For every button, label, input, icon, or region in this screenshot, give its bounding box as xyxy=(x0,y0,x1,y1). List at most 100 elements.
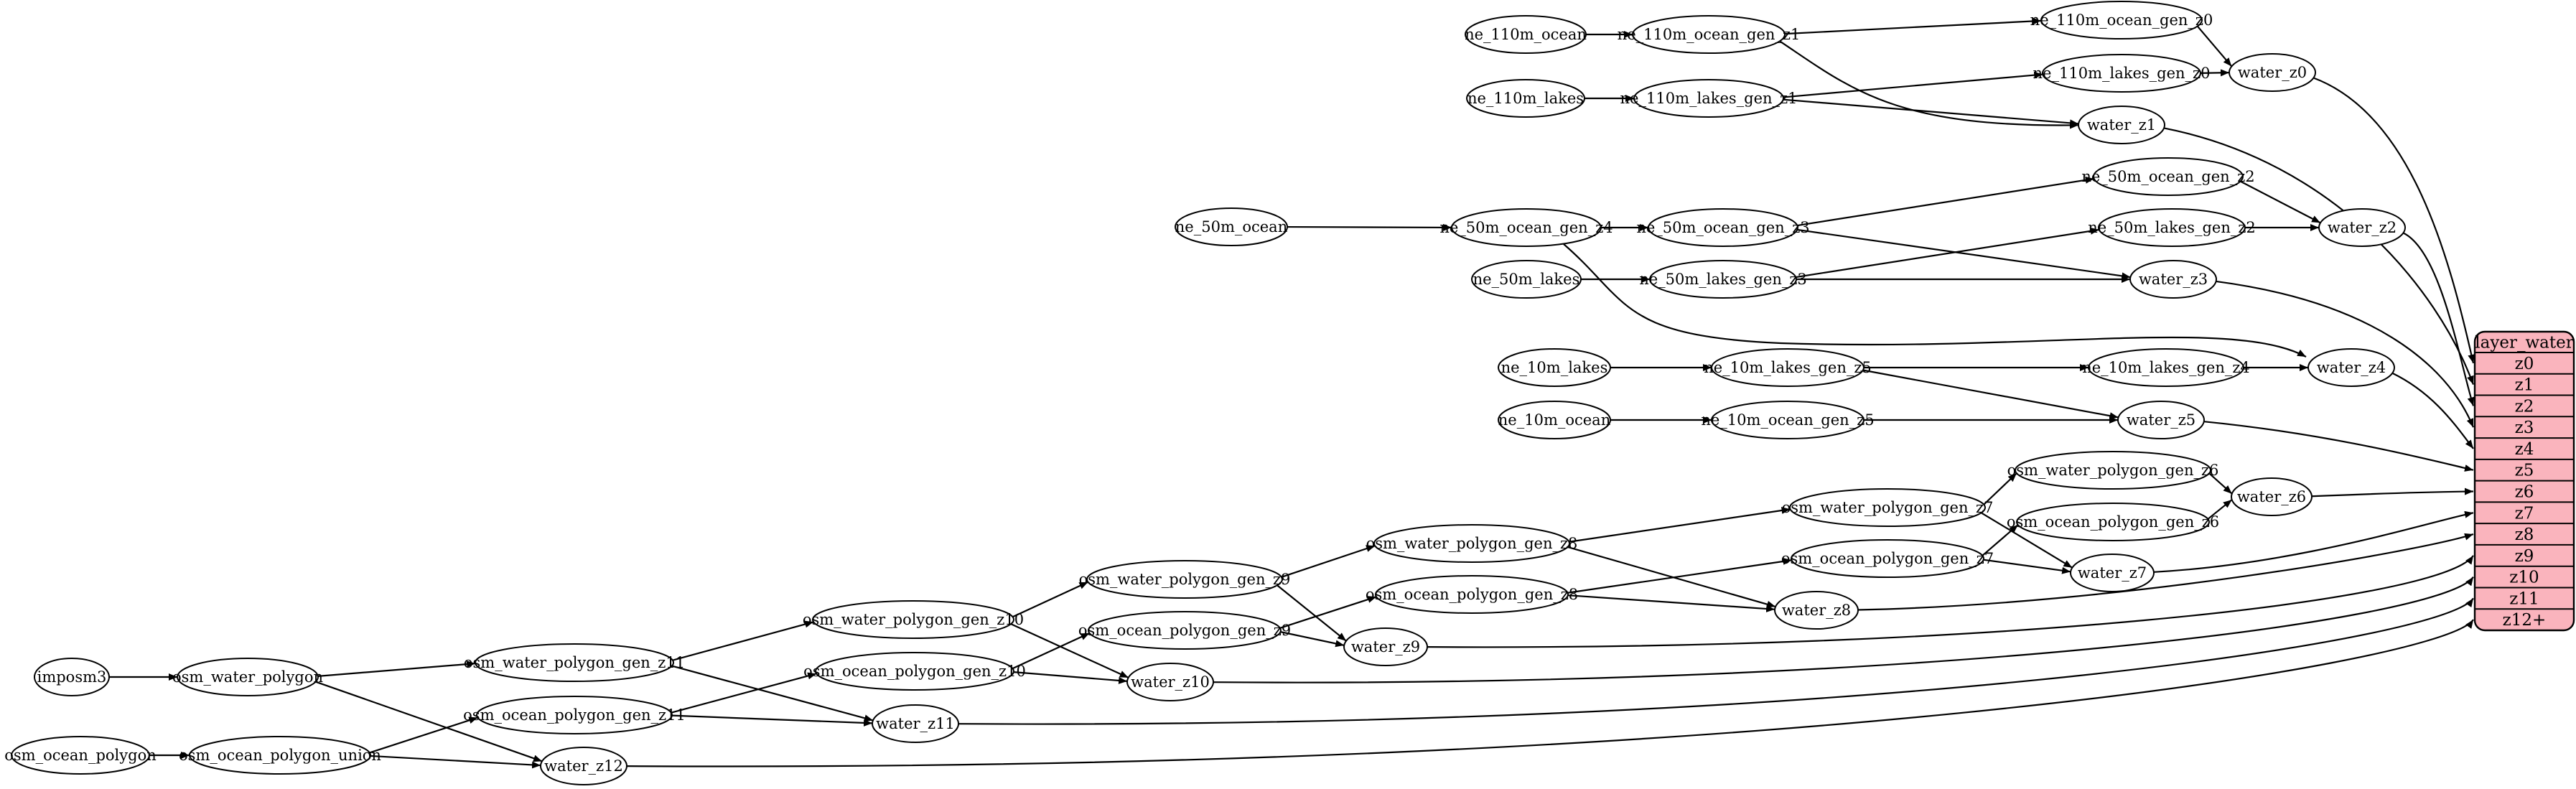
node-ne_110m_lakes_gen_z0: ne_110m_lakes_gen_z0 xyxy=(2033,54,2211,93)
node-ellipse-osm_water_polygon_gen_z10 xyxy=(812,600,1014,639)
edge-ne_50m_ocean_gen_z4-to-water_z4 xyxy=(1563,243,2307,358)
edge-water_z0-to-row-z0 xyxy=(2313,77,2475,364)
node-label-osm_ocean_polygon_gen_z10: osm_ocean_polygon_gen_z10 xyxy=(803,663,1026,680)
node-ne_50m_ocean: ne_50m_ocean xyxy=(1175,207,1288,246)
edge-water_z12-to-row-z12+ xyxy=(626,619,2474,767)
node-ellipse-osm_ocean_polygon_gen_z6 xyxy=(2016,503,2210,541)
edge-water_z3-to-row-z3 xyxy=(2216,280,2475,428)
edge-osm_ocean_polygon_union-to-osm_ocean_polygon_gen_z11 xyxy=(369,716,478,754)
node-ellipse-ne_10m_lakes_gen_z4 xyxy=(2088,348,2244,387)
table-row-z6: z6 xyxy=(2515,483,2534,502)
node-label-ne_10m_lakes_gen_z5: ne_10m_lakes_gen_z5 xyxy=(1704,359,1872,376)
node-label-ne_110m_lakes_gen_z0: ne_110m_lakes_gen_z0 xyxy=(2033,65,2211,82)
node-ne_110m_ocean_gen_z1: ne_110m_ocean_gen_z1 xyxy=(1618,15,1801,54)
node-label-water_z2: water_z2 xyxy=(2328,219,2397,236)
node-osm_ocean_polygon_union: osm_ocean_polygon_union xyxy=(179,736,381,775)
node-label-ne_50m_ocean_gen_z3: ne_50m_ocean_gen_z3 xyxy=(1636,219,1809,236)
node-label-water_z7: water_z7 xyxy=(2078,564,2147,582)
node-label-water_z4: water_z4 xyxy=(2317,359,2386,376)
edge-ne_50m_ocean-to-ne_50m_ocean_gen_z4 xyxy=(1287,223,1452,231)
node-label-osm_water_polygon: osm_water_polygon xyxy=(172,668,323,686)
node-water_z4: water_z4 xyxy=(2307,348,2395,387)
node-ellipse-osm_water_polygon_gen_z6 xyxy=(2015,451,2211,490)
node-label-ne_110m_lakes: ne_110m_lakes xyxy=(1467,90,1584,107)
node-ne_110m_ocean: ne_110m_ocean xyxy=(1465,15,1587,54)
edge-osm_water_polygon_gen_z6-to-water_z6 xyxy=(2208,472,2233,495)
table-row-z1: z1 xyxy=(2515,376,2534,395)
node-osm_water_polygon_gen_z8: osm_water_polygon_gen_z8 xyxy=(1366,524,1578,563)
node-ellipse-osm_ocean_polygon_union xyxy=(189,736,371,775)
node-osm_ocean_polygon_gen_z6: osm_ocean_polygon_gen_z6 xyxy=(2007,503,2219,541)
table-row-z4: z4 xyxy=(2515,440,2534,459)
edge-osm_ocean_polygon_gen_z10-to-water_z10 xyxy=(1013,671,1128,684)
node-ellipse-ne_110m_ocean_gen_z1 xyxy=(1632,15,1786,54)
node-ellipse-ne_110m_ocean_gen_z0 xyxy=(2040,1,2203,39)
node-ellipse-water_z11 xyxy=(872,704,959,743)
node-label-ne_50m_lakes_gen_z3: ne_50m_lakes_gen_z3 xyxy=(1639,271,1807,288)
node-ne_10m_ocean: ne_10m_ocean xyxy=(1498,401,1611,439)
node-ellipse-ne_50m_lakes_gen_z2 xyxy=(2098,208,2246,247)
node-water_z0: water_z0 xyxy=(2229,53,2316,92)
node-ne_110m_lakes_gen_z1: ne_110m_lakes_gen_z1 xyxy=(1620,79,1797,118)
node-label-osm_ocean_polygon_gen_z11: osm_ocean_polygon_gen_z11 xyxy=(463,706,686,724)
edge-osm_water_polygon_gen_z9-to-water_z9 xyxy=(1277,584,1347,642)
node-label-water_z9: water_z9 xyxy=(1351,638,1420,655)
node-water_z7: water_z7 xyxy=(2070,554,2155,592)
node-label-osm_ocean_polygon: osm_ocean_polygon xyxy=(4,747,157,764)
edge-ne_110m_ocean_gen_z0-to-water_z0 xyxy=(2196,25,2233,67)
node-ellipse-water_z2 xyxy=(2318,208,2406,247)
node-water_z6: water_z6 xyxy=(2231,477,2313,516)
node-ellipse-osm_water_polygon_gen_z7 xyxy=(1789,488,1986,527)
edge-ne_110m_ocean_gen_z1-to-ne_110m_ocean_gen_z0 xyxy=(1784,17,2042,35)
node-water_z8: water_z8 xyxy=(1774,591,1859,630)
node-label-ne_50m_lakes_gen_z2: ne_50m_lakes_gen_z2 xyxy=(2088,219,2256,236)
node-ellipse-ne_50m_lakes xyxy=(1471,260,1582,299)
node-ellipse-water_z12 xyxy=(540,747,627,785)
node-ellipse-water_z3 xyxy=(2129,260,2217,299)
edge-osm_ocean_polygon_gen_z7-to-osm_ocean_polygon_gen_z6 xyxy=(1982,524,2019,556)
node-label-osm_ocean_polygon_gen_z6: osm_ocean_polygon_gen_z6 xyxy=(2007,513,2219,531)
node-osm_ocean_polygon_gen_z11: osm_ocean_polygon_gen_z11 xyxy=(463,696,686,734)
node-water_z10: water_z10 xyxy=(1126,663,1214,701)
node-label-osm_ocean_polygon_gen_z8: osm_ocean_polygon_gen_z8 xyxy=(1366,586,1578,603)
edge-ne_50m_lakes_gen_z3-to-ne_50m_lakes_gen_z2 xyxy=(1796,227,2099,279)
edge-ne_110m_lakes_gen_z1-to-ne_110m_lakes_gen_z0 xyxy=(1783,71,2043,98)
node-ellipse-osm_ocean_polygon xyxy=(11,736,150,775)
node-ellipse-water_z8 xyxy=(1774,591,1859,630)
node-ellipse-ne_110m_lakes_gen_z0 xyxy=(2042,54,2201,93)
edge-osm_ocean_polygon_gen_z11-to-water_z11 xyxy=(671,714,873,727)
node-ellipse-ne_110m_lakes_gen_z1 xyxy=(1633,79,1784,118)
edge-water_z7-to-row-z7 xyxy=(2153,510,2474,573)
node-ellipse-ne_110m_lakes xyxy=(1466,79,1585,118)
node-water_z9: water_z9 xyxy=(1343,627,1428,666)
node-ne_10m_lakes_gen_z4: ne_10m_lakes_gen_z4 xyxy=(2082,348,2250,387)
edge-osm_ocean_polygon_gen_z8-to-water_z8 xyxy=(1567,594,1775,612)
node-label-ne_50m_ocean_gen_z2: ne_50m_ocean_gen_z2 xyxy=(2081,168,2254,185)
node-ellipse-imposm3 xyxy=(34,658,110,696)
edge-osm_water_polygon-to-osm_water_polygon_gen_z11 xyxy=(317,660,476,677)
node-ellipse-osm_water_polygon_gen_z9 xyxy=(1086,560,1283,599)
node-label-osm_water_polygon_gen_z10: osm_water_polygon_gen_z10 xyxy=(803,611,1024,628)
table-row-z2: z2 xyxy=(2515,397,2534,416)
node-water_z5: water_z5 xyxy=(2117,401,2205,439)
node-ellipse-osm_ocean_polygon_gen_z7 xyxy=(1791,539,1984,578)
node-label-osm_water_polygon_gen_z8: osm_water_polygon_gen_z8 xyxy=(1366,535,1578,552)
node-ellipse-ne_10m_lakes_gen_z5 xyxy=(1711,348,1865,387)
nodes: ne_110m_ocean ne_110m_ocean_gen_z1 ne_110m… xyxy=(4,1,2406,785)
node-label-water_z11: water_z11 xyxy=(876,715,955,732)
node-label-water_z0: water_z0 xyxy=(2238,64,2307,81)
node-label-ne_10m_lakes_gen_z4: ne_10m_lakes_gen_z4 xyxy=(2082,359,2250,376)
edge-water_z5-to-row-z5 xyxy=(2203,421,2474,472)
edge-osm_ocean_polygon_gen_z9-to-water_z9 xyxy=(1280,631,1345,648)
node-osm_ocean_polygon_gen_z10: osm_ocean_polygon_gen_z10 xyxy=(803,652,1026,691)
node-label-ne_110m_ocean_gen_z0: ne_110m_ocean_gen_z0 xyxy=(2030,11,2213,29)
edges xyxy=(109,17,2475,769)
edge-osm_ocean_polygon_gen_z7-to-water_z7 xyxy=(1983,559,2071,574)
node-ellipse-water_z5 xyxy=(2117,401,2205,439)
node-label-ne_110m_ocean_gen_z1: ne_110m_ocean_gen_z1 xyxy=(1618,26,1801,43)
node-ellipse-osm_water_polygon xyxy=(177,658,319,696)
node-water_z12: water_z12 xyxy=(540,747,627,785)
node-label-osm_water_polygon_gen_z9: osm_water_polygon_gen_z9 xyxy=(1079,571,1291,588)
node-label-ne_10m_ocean_gen_z5: ne_10m_ocean_gen_z5 xyxy=(1701,411,1874,429)
